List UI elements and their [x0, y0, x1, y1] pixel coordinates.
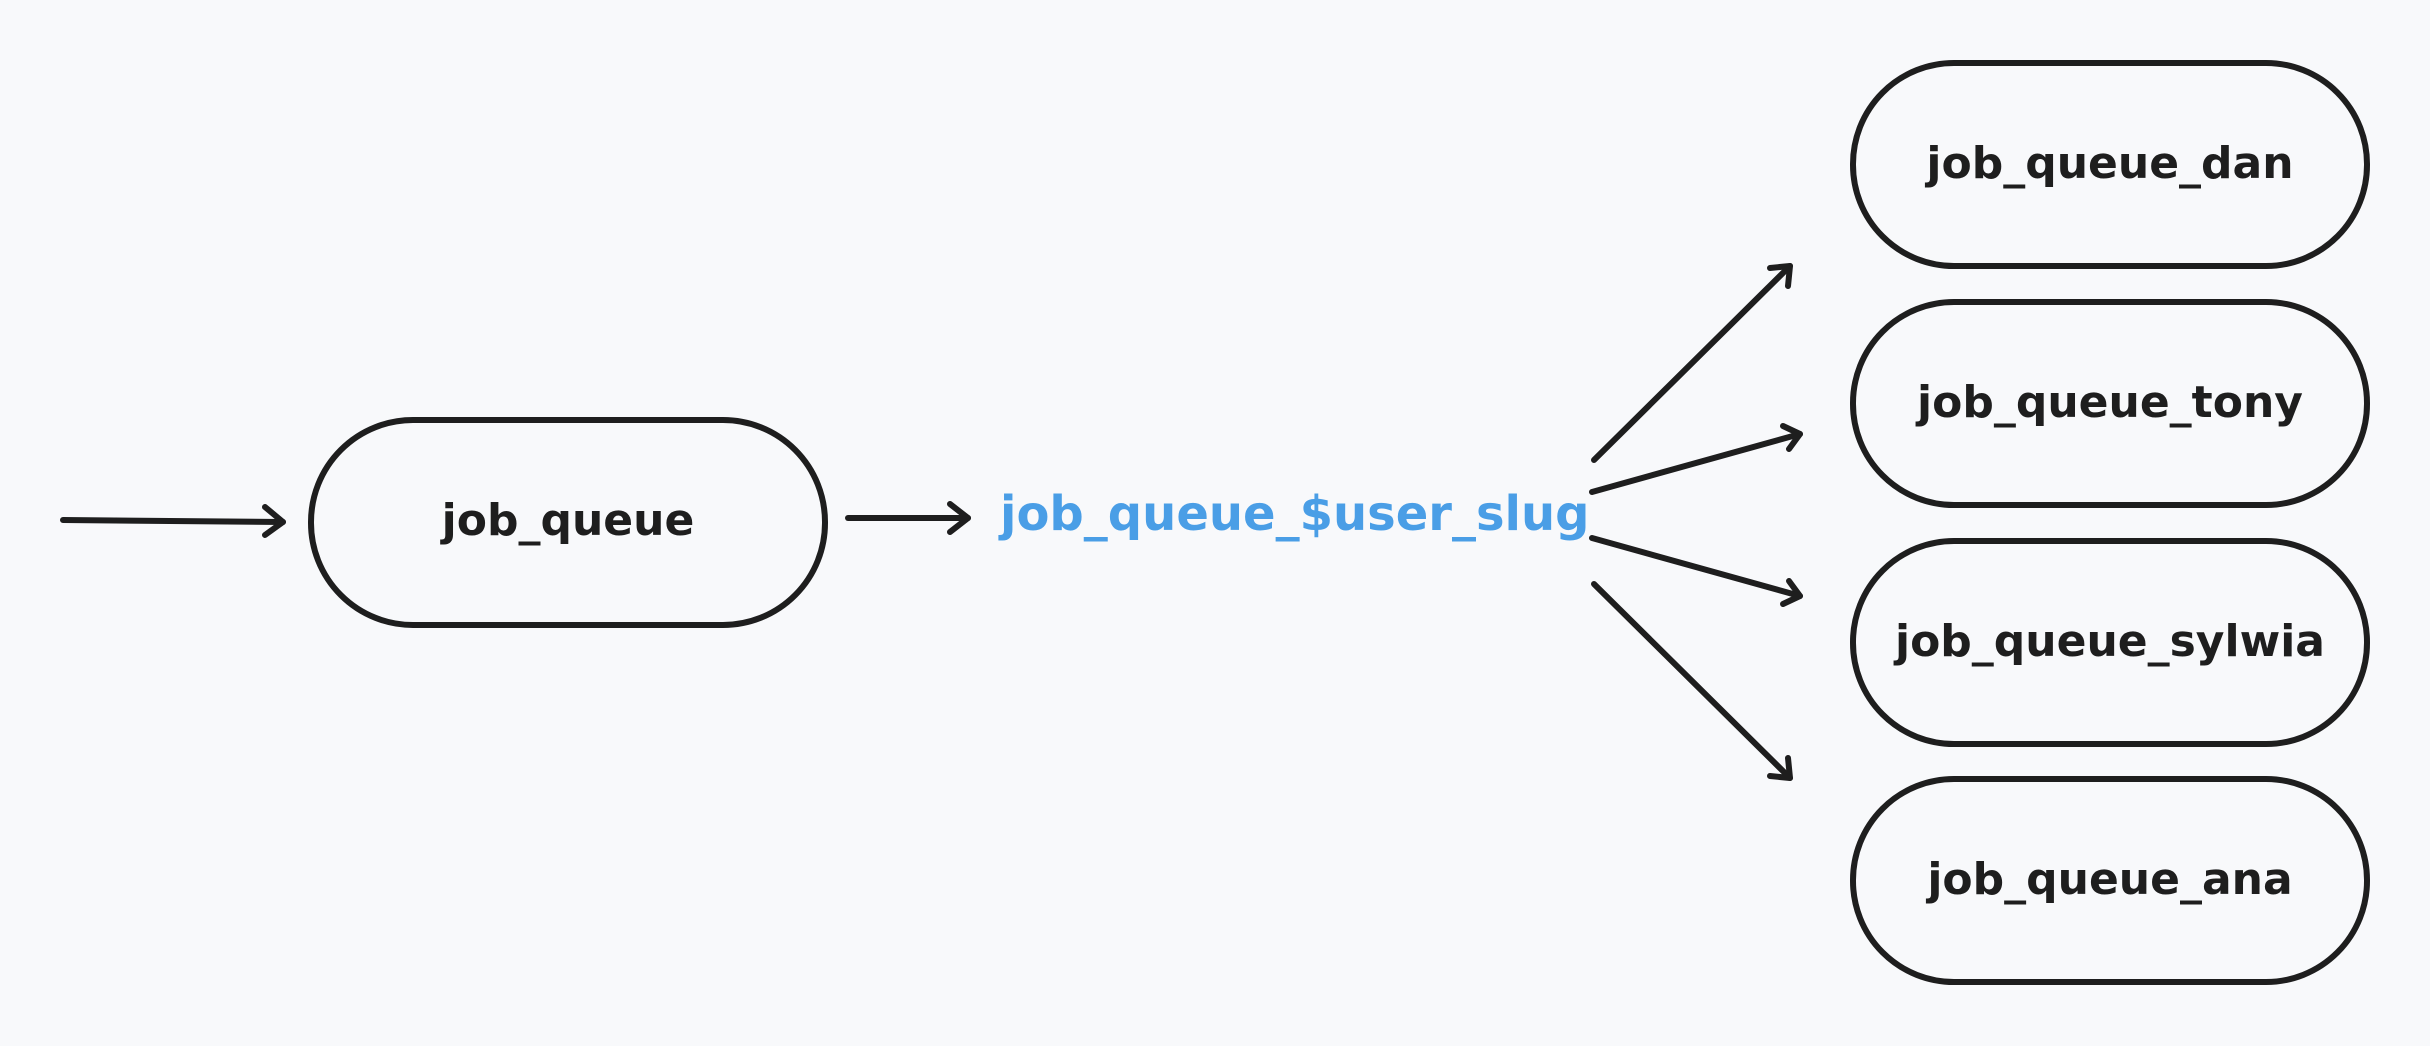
target-node-dan: job_queue_dan — [1850, 60, 2370, 269]
source-node-job-queue: job_queue — [308, 417, 828, 628]
source-node-label: job_queue — [440, 495, 695, 546]
target-node-label: job_queue_dan — [1924, 138, 2293, 189]
target-node-sylwia: job_queue_sylwia — [1850, 538, 2370, 747]
router-label: job_queue_$user_slug — [998, 486, 1590, 542]
target-node-ana: job_queue_ana — [1850, 776, 2370, 985]
source-to-router-arrow — [845, 501, 971, 535]
target-node-label: job_queue_sylwia — [1893, 616, 2325, 667]
incoming-arrow — [60, 504, 286, 538]
target-node-label: job_queue_ana — [1925, 854, 2292, 905]
target-node-label: job_queue_tony — [1915, 377, 2303, 428]
fanout-arrow-dan — [1591, 263, 1793, 463]
fanout-arrow-tony — [1589, 423, 1803, 495]
target-node-tony: job_queue_tony — [1850, 299, 2370, 508]
fanout-arrow-ana — [1591, 581, 1793, 781]
fanout-arrow-sylwia — [1589, 535, 1803, 607]
